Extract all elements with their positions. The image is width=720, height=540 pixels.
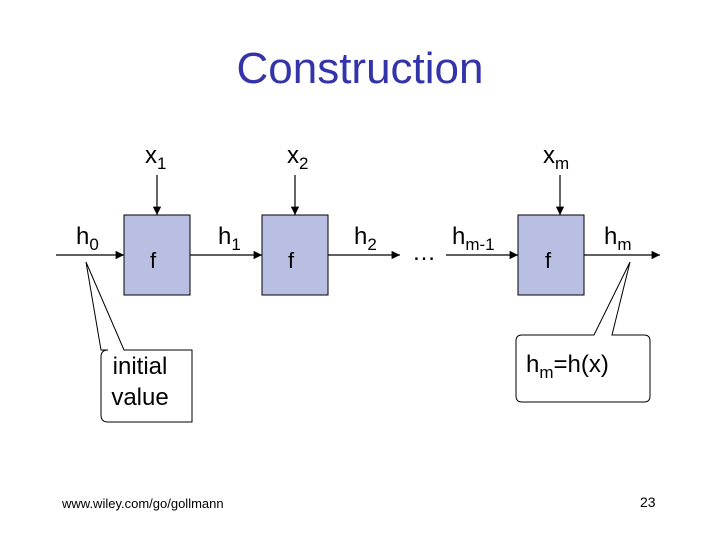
- hash-result-callout: [515, 261, 651, 403]
- input-label-x2: x2: [287, 142, 308, 173]
- f-block-1: [123, 214, 191, 296]
- footer-url: www.wiley.com/go/gollmann: [62, 496, 224, 511]
- initial-value-line1: initial: [113, 353, 168, 380]
- state-label-h2: h2: [354, 223, 377, 254]
- ellipsis: …: [412, 239, 436, 266]
- state-label-h0: h0: [76, 223, 99, 254]
- f-label-1: f: [150, 248, 157, 273]
- input-label-x1: x1: [145, 142, 166, 173]
- f-block-2: [261, 214, 329, 296]
- f-label-m: f: [545, 248, 552, 273]
- initial-value-line2: value: [111, 384, 168, 411]
- state-label-hm: hm: [604, 223, 632, 254]
- input-label-xm: xm: [543, 142, 569, 173]
- state-label-hm1: hm-1: [452, 223, 495, 254]
- page-number: 23: [640, 494, 656, 510]
- hash-result-label: hm=h(x): [526, 351, 609, 382]
- slide-title: Construction: [236, 44, 484, 93]
- state-label-h1: h1: [218, 223, 241, 254]
- f-label-2: f: [288, 248, 295, 273]
- f-block-m: [517, 214, 585, 296]
- initial-value-callout: [85, 261, 193, 423]
